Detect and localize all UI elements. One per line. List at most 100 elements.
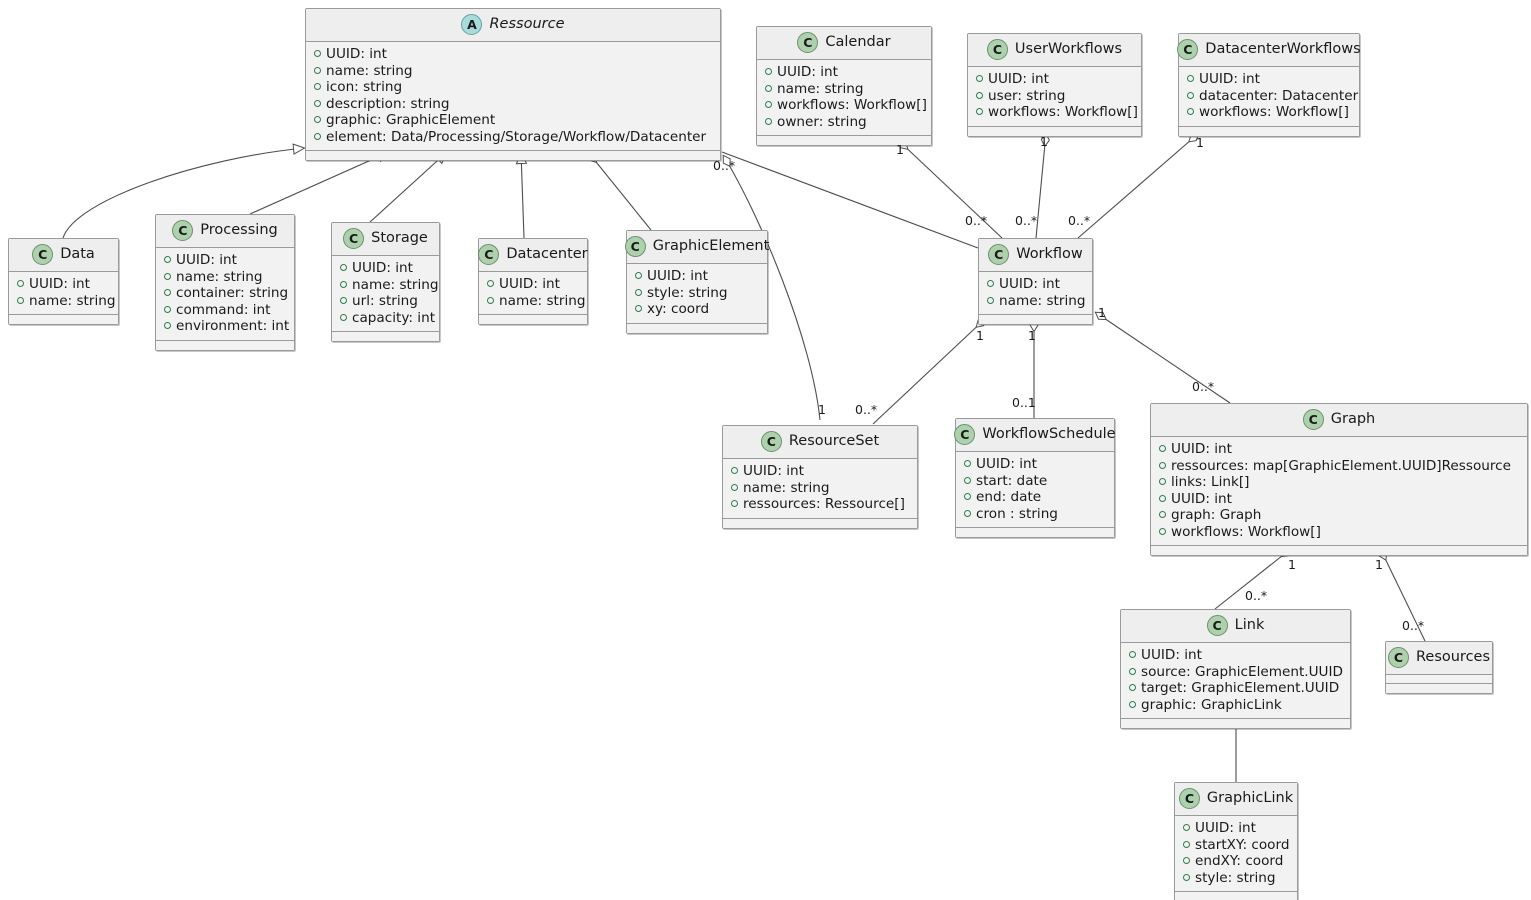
visibility-public-icon	[164, 272, 171, 280]
attribute-text: target: GraphicElement.UUID	[1141, 680, 1340, 696]
class-title-userworkflows: UserWorkflows	[1014, 41, 1123, 58]
class-attribute: source: GraphicElement.UUID	[1129, 664, 1343, 681]
attribute-text: UUID: int	[1141, 647, 1202, 663]
class-icon: C	[1206, 615, 1228, 636]
attribute-text: style: string	[1195, 869, 1276, 886]
class-attribute: workflows: Workflow[]	[765, 97, 927, 114]
class-attribute: start: date	[964, 473, 1106, 490]
attribute-text: environment: int	[176, 318, 290, 334]
visibility-public-icon	[314, 132, 321, 140]
class-attribute: ressources: Ressource[]	[731, 496, 909, 513]
class-icon: C	[478, 244, 500, 265]
class-attribute: UUID: int	[1187, 71, 1351, 88]
attribute-text: owner: string	[777, 113, 867, 130]
class-attribute: container: string	[164, 285, 288, 302]
abstract-class-icon: A	[461, 14, 483, 35]
visibility-public-icon	[340, 264, 347, 271]
class-attribute: xy: coord	[635, 301, 759, 318]
visibility-public-icon	[765, 101, 772, 108]
attribute-text: graphic: GraphicLink	[1141, 696, 1282, 713]
visibility-public-icon	[765, 84, 772, 92]
visibility-public-icon	[1129, 667, 1136, 675]
class-attribute: end: date	[964, 489, 1106, 506]
class-header-graph: C Graph	[1151, 404, 1527, 437]
attribute-text: workflows: Workflow[]	[777, 97, 927, 113]
class-methods-compartment	[757, 136, 931, 145]
multiplicity-label: 1	[896, 142, 904, 157]
attribute-text: UUID: int	[988, 71, 1049, 87]
class-attribute: element: Data/Processing/Storage/Workflo…	[314, 129, 712, 146]
edge-storage-ressource	[369, 151, 448, 223]
class-icon: C	[1302, 409, 1324, 430]
class-attribute: datacenter: Datacenter	[1187, 88, 1358, 105]
class-attribute: style: string	[1183, 870, 1289, 887]
class-attribute: style: string	[635, 285, 759, 302]
multiplicity-label: 0..*	[855, 402, 878, 417]
class-icon: C	[1387, 647, 1409, 668]
attribute-text: graphic: GraphicElement	[326, 112, 496, 128]
multiplicity-label: 1	[1098, 305, 1106, 320]
class-icon: C	[986, 39, 1008, 60]
visibility-public-icon	[731, 500, 738, 507]
multiplicity-label: 0..*	[1192, 379, 1215, 394]
class-attribute: endXY: coord	[1183, 853, 1289, 870]
visibility-public-icon	[964, 509, 971, 517]
attribute-text: UUID: int	[29, 276, 90, 292]
visibility-public-icon	[731, 467, 738, 474]
attribute-text: element: Data/Processing/Storage/Workflo…	[326, 128, 707, 145]
class-attribute: name: string	[340, 277, 438, 294]
class-attribute: UUID: int	[635, 268, 759, 285]
class-icon: C	[760, 431, 782, 452]
class-attribute: user: string	[976, 88, 1133, 105]
visibility-public-icon	[487, 280, 494, 287]
attribute-text: ressources: Ressource[]	[743, 496, 905, 512]
class-title-graph: Graph	[1330, 411, 1376, 428]
visibility-public-icon	[1187, 91, 1194, 99]
attribute-text: UUID: int	[999, 276, 1060, 292]
visibility-public-icon	[635, 288, 642, 296]
class-attribute: UUID: int	[314, 46, 712, 63]
class-title-datacenterworkflows: DatacenterWorkflows	[1205, 41, 1361, 58]
multiplicity-label: 0..*	[1015, 213, 1038, 228]
edge-workflow-resourceset	[872, 317, 987, 425]
multiplicity-label: 1	[1028, 328, 1036, 343]
visibility-public-icon	[987, 280, 994, 287]
class-methods-compartment	[1151, 546, 1527, 555]
attribute-text: name: string	[326, 62, 413, 79]
visibility-public-icon	[1159, 527, 1166, 535]
class-attribute: UUID: int	[1159, 441, 1519, 458]
class-icon: C	[1178, 788, 1200, 809]
visibility-public-icon	[1159, 461, 1166, 469]
class-title-data: Data	[60, 246, 95, 263]
class-title-calendar: Calendar	[825, 34, 891, 51]
attribute-text: name: string	[352, 276, 439, 293]
multiplicity-label: 0..*	[1068, 213, 1091, 228]
